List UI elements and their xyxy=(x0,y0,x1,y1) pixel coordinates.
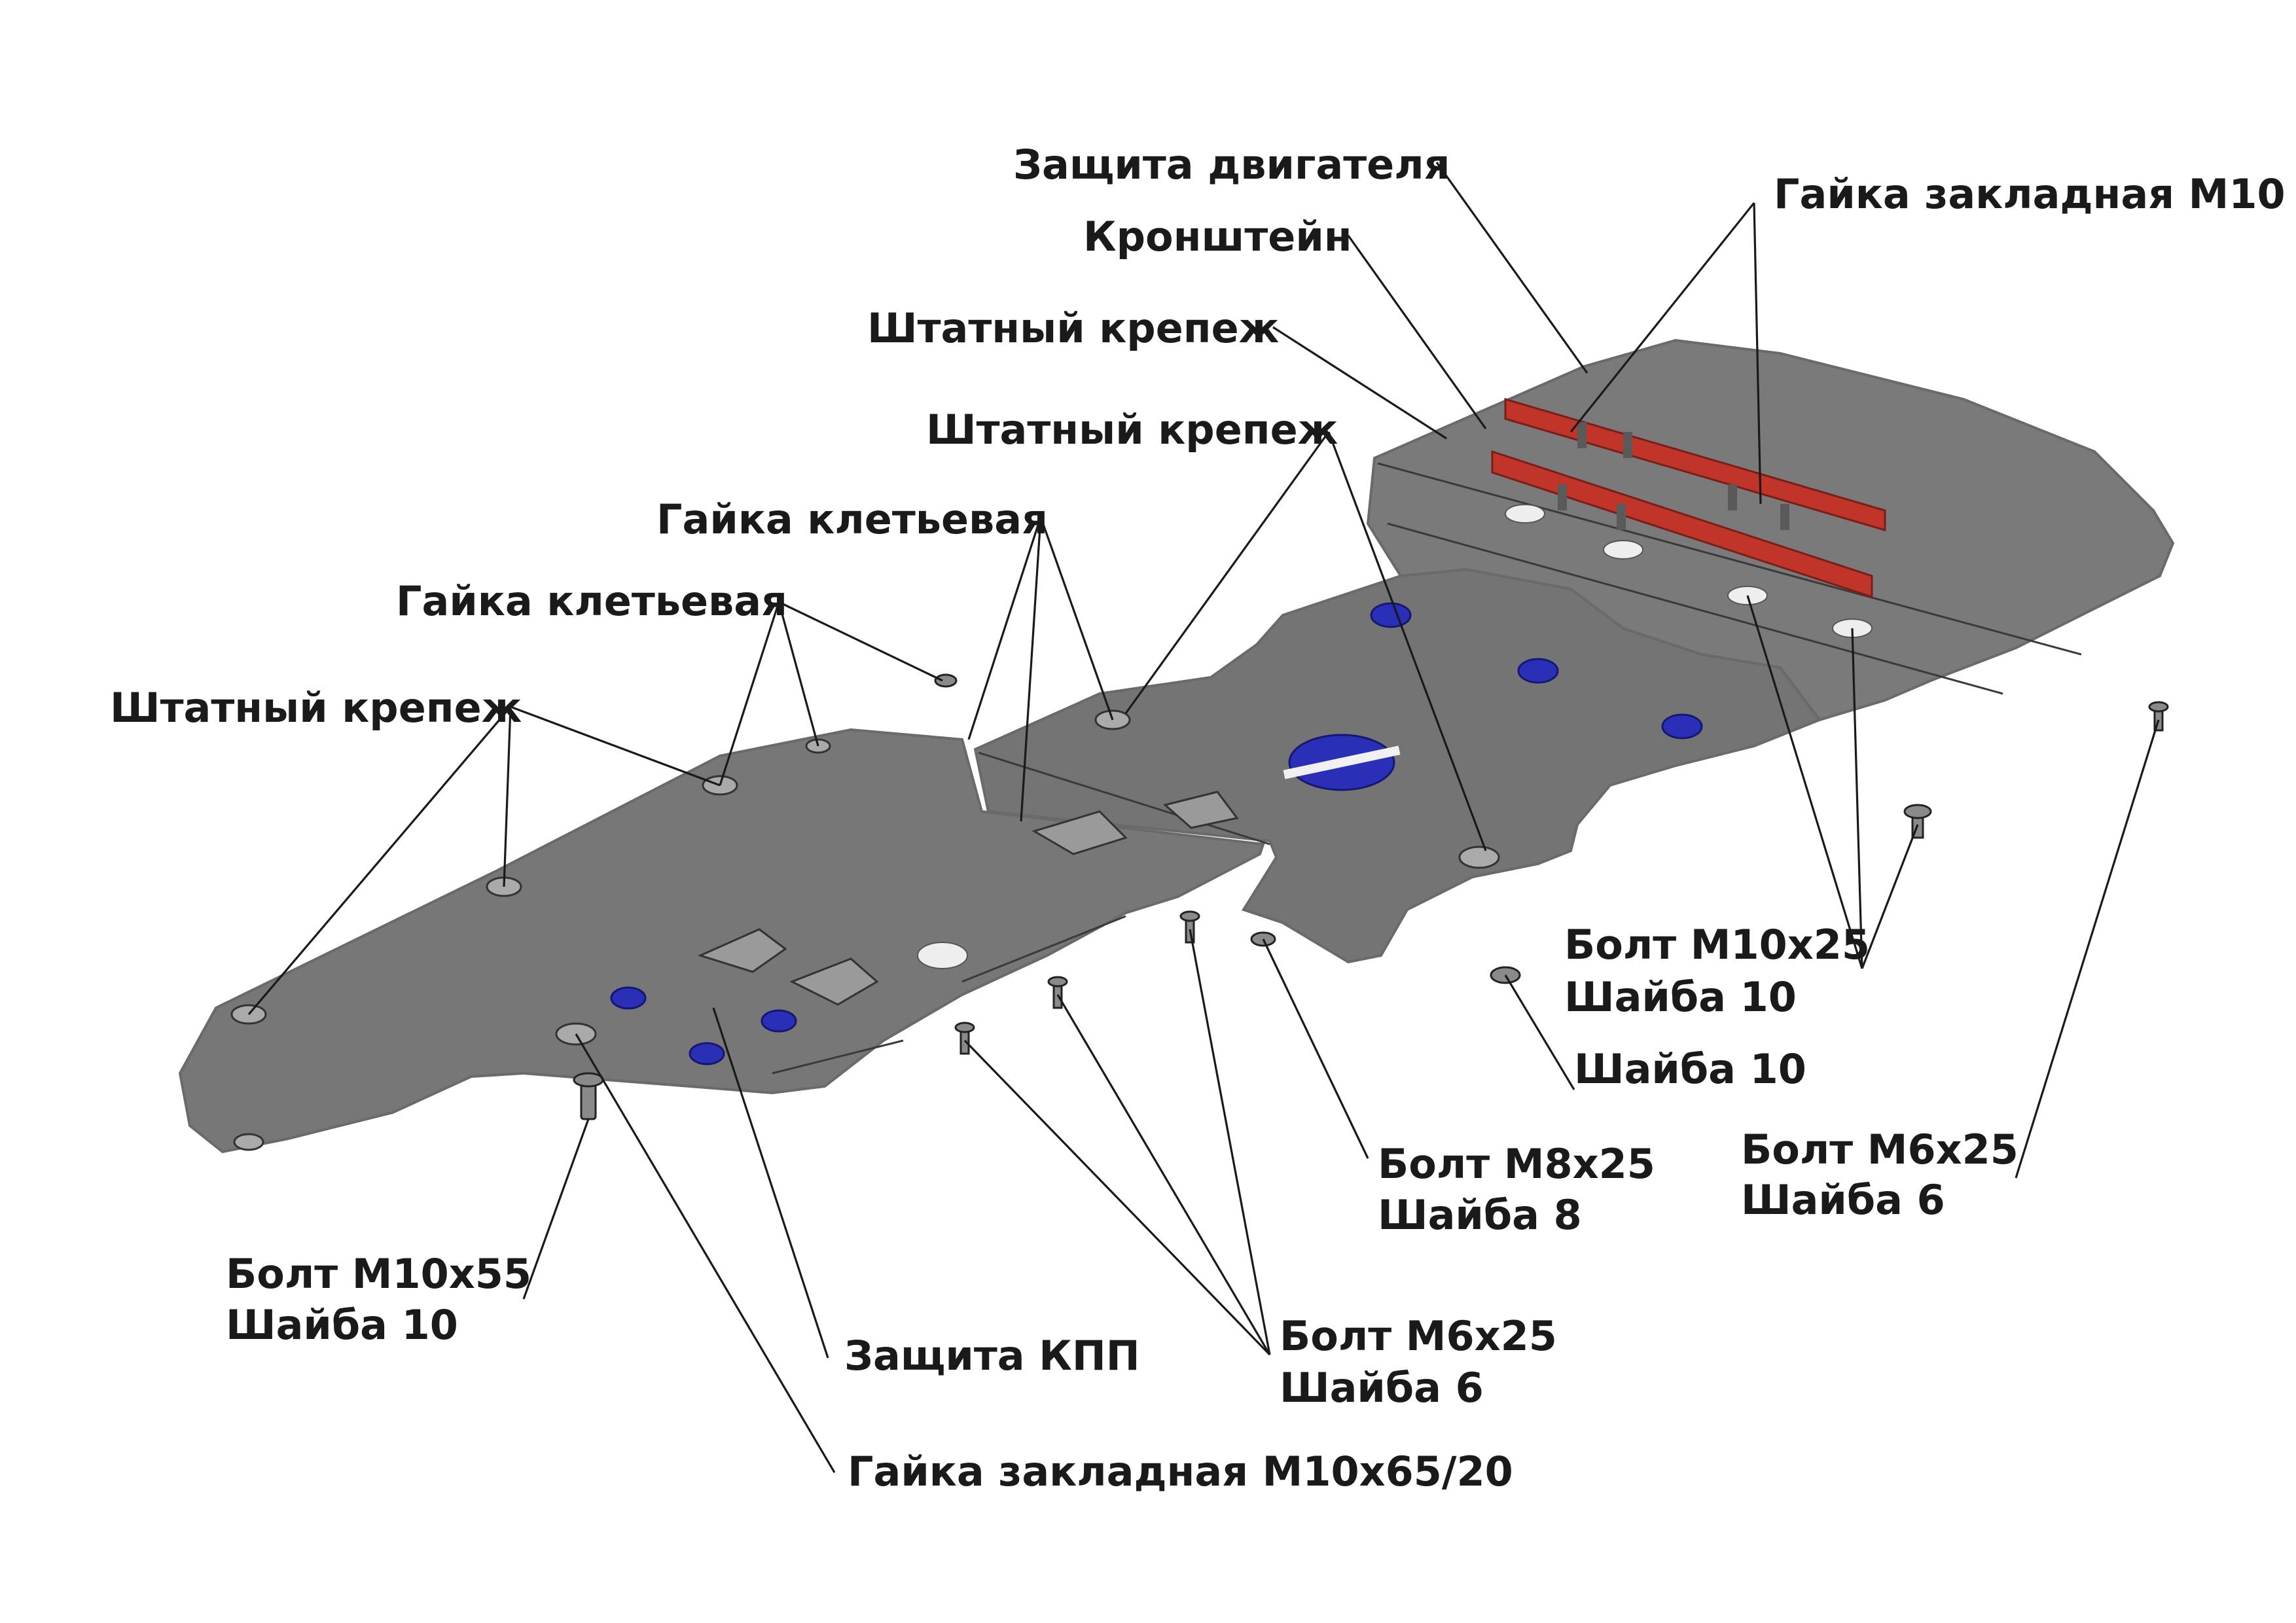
label-bolt-m8x25-washer: Шайба 8 xyxy=(1378,1191,1582,1239)
label-bracket: Кронштейн xyxy=(1083,213,1352,260)
leader-lines xyxy=(247,162,2160,1473)
gearbox-guard-plate xyxy=(178,728,1265,1154)
plate-fold-2 xyxy=(772,1039,904,1075)
label-bolt-m8x25: Болт М8х25 xyxy=(1378,1140,1655,1188)
plate-seam-1 xyxy=(1377,462,2082,656)
label-std-fastener-mid: Штатный крепеж xyxy=(926,406,1338,454)
middle-guard-plate xyxy=(973,567,1822,964)
label-bolt-m10x55-washer: Шайба 10 xyxy=(226,1301,458,1349)
label-std-fastener-top: Штатный крепеж xyxy=(867,304,1279,352)
label-embedded-nut-m10: Гайка закладная М10 xyxy=(1774,170,2286,218)
label-std-fastener-left: Штатный крепеж xyxy=(110,684,522,732)
label-bolt-m10x55: Болт М10х55 xyxy=(226,1250,531,1298)
bracket-red-1 xyxy=(1504,397,1886,532)
label-bolt-m6x25-right: Болт М6х25 xyxy=(1741,1126,2018,1173)
label-cage-nut-1: Гайка клетьевая xyxy=(656,495,1048,543)
label-bolt-m6x25-bottom-washer: Шайба 6 xyxy=(1280,1364,1484,1412)
drain-plug-slot xyxy=(1283,745,1401,779)
vent-scoops xyxy=(697,791,1239,1006)
label-engine-guard: Защита двигателя xyxy=(1013,141,1450,188)
plate-holes xyxy=(917,504,1873,969)
label-gearbox-guard: Защита КПП xyxy=(844,1332,1140,1380)
plate-seam-3 xyxy=(978,751,1270,846)
plate-fold-1 xyxy=(961,915,1126,983)
bracket-studs xyxy=(1558,422,1789,530)
label-cage-nut-2: Гайка клетьевая xyxy=(396,577,787,625)
label-bolt-m6x25-right-washer: Шайба 6 xyxy=(1741,1176,1945,1224)
label-bolt-m6x25-bottom: Болт М6х25 xyxy=(1280,1312,1557,1360)
label-bolt-m10x25: Болт М10х25 xyxy=(1564,921,1870,969)
label-washer-10: Шайба 10 xyxy=(1574,1045,1806,1093)
plate-seam-2 xyxy=(1387,522,2003,695)
bracket-red-2 xyxy=(1491,450,1873,599)
label-embedded-nut-m10x65: Гайка закладная М10х65/20 xyxy=(848,1448,1513,1495)
label-bolt-m10x25-washer: Шайба 10 xyxy=(1564,973,1797,1021)
